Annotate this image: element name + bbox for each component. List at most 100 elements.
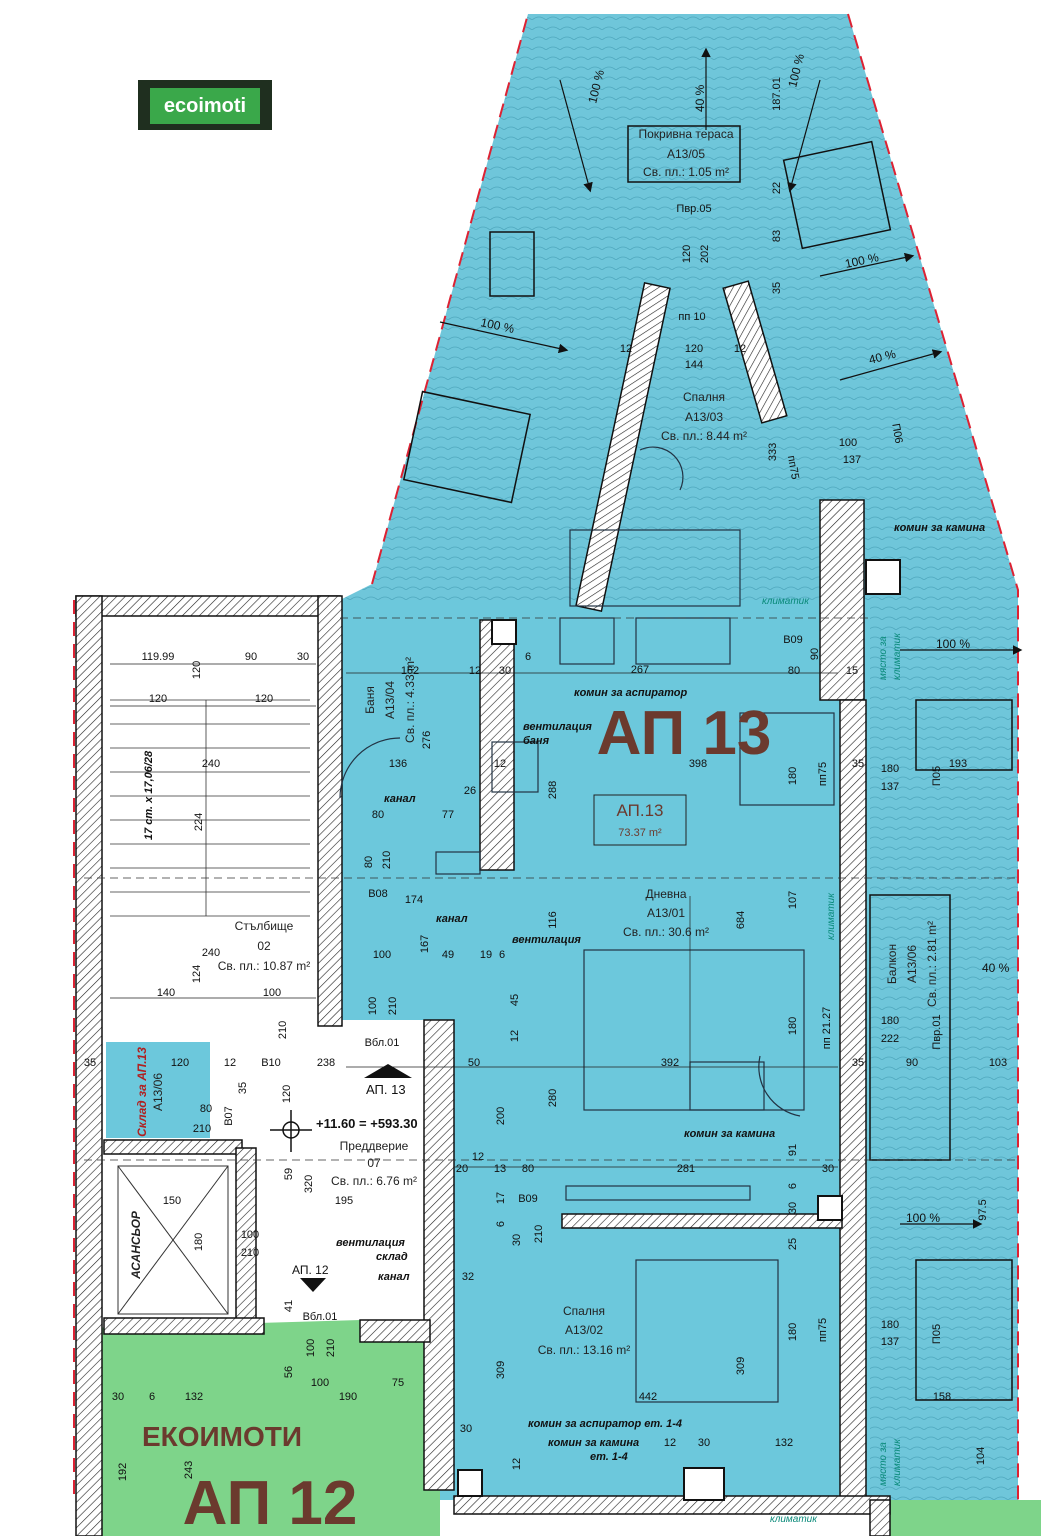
ap12-area [84,1320,440,1536]
storage-code: A13/06 [151,1073,165,1111]
dim-30f: 30 [112,1391,124,1403]
dim-120b: 120 [685,343,703,355]
dim-35e: 35 [84,1057,96,1069]
dim-442: 442 [639,1391,657,1403]
balcony-code: A13/06 [905,945,919,983]
note-fireplace-chimney2: комин за камина [684,1128,775,1140]
ap12-right-green [890,1500,1041,1536]
dim-100c: 100 [373,949,391,961]
dim-90a: 90 [245,651,257,663]
note-ap12-label: АП. 12 [292,1263,329,1277]
storage-name: Склад за АП.13 [135,1047,149,1137]
dim-124: 124 [191,965,203,983]
dim-120g: 120 [281,1085,293,1103]
dim-17: 17 [495,1192,507,1204]
dim-12c: 12 [469,665,481,677]
dim-107: 107 [787,891,799,909]
slope-6: 100 % [844,250,881,271]
guide-lines [84,617,1018,1161]
dim-80d: 80 [200,1103,212,1115]
note-fireplace-chimney: комин за камина [894,522,985,534]
dim-18701: 187.01 [771,77,783,111]
lobby-area: Св. пл.: 6.76 m² [331,1174,417,1188]
dim-12h: 12 [511,1458,523,1470]
dim-103: 103 [989,1057,1007,1069]
dim-6e: 6 [149,1391,155,1403]
elevator-cross [117,1165,229,1315]
tag-vbl01a: Вбл.01 [365,1037,400,1049]
bedroom3-area: Св. пл.: 8.44 m² [661,429,747,443]
slope-7: 100 % [936,637,970,651]
dim-11999: 119.99 [142,651,175,663]
level-marker [270,1110,312,1152]
ap13-box-area: 73.37 m² [618,827,662,839]
dimension-lines [110,663,838,1168]
dim-12f: 12 [472,1151,484,1163]
tag-pp10: пп 10 [678,311,705,323]
dim-50: 50 [468,1057,480,1069]
tag-vbl01b: Вбл.01 [303,1311,338,1323]
dim-100g: 100 [311,1377,329,1389]
tag-p06: П06 [889,423,904,445]
dim-210d: 210 [193,1123,211,1135]
dim-136: 136 [389,758,407,770]
dim-684: 684 [735,911,747,929]
dim-132b: 132 [775,1437,793,1449]
tag-pp2127: пп 21.27 [821,1007,833,1050]
chimneys [457,559,901,1501]
tag-b08: B08 [368,888,388,900]
stair-treads [110,699,310,917]
walls [75,280,891,1536]
dim-174: 174 [405,894,423,906]
dim-200: 200 [495,1107,507,1125]
dim-6c: 6 [787,1183,799,1189]
dim-30b: 30 [499,665,511,677]
dim-240a: 240 [202,758,220,770]
dim-281: 281 [677,1163,695,1175]
note-hood-chimney-floors: комин за аспиратор ет. 1-4 [528,1418,682,1430]
note-vent-bath2: баня [523,735,550,747]
bedroom2-name: Спалня [563,1304,605,1318]
ap13-box-title: АП.13 [617,801,664,820]
dim-120e: 120 [255,693,273,705]
dim-180e: 180 [193,1233,205,1251]
dim-90c: 90 [906,1057,918,1069]
note-stairs-spec: 17 ст. х 17,06/28 [143,750,155,840]
dim-243: 243 [183,1461,195,1479]
dim-210f: 210 [533,1225,545,1243]
tag-b09b: B09 [518,1193,538,1205]
dim-150: 150 [163,1195,181,1207]
dim-144: 144 [685,359,703,371]
dim-120a: 120 [681,245,693,263]
dim-195: 195 [335,1195,353,1207]
lobby-code: 07 [367,1156,381,1170]
dim-49: 49 [442,949,454,961]
slope-8: 40 % [982,961,1010,975]
dim-140: 140 [157,987,175,999]
tag-p05b: П05 [931,1324,943,1344]
dim-91: 91 [787,1144,799,1156]
dim-12d: 12 [494,758,506,770]
dim-12a: 12 [620,343,632,355]
terrace-code: A13/05 [667,147,705,161]
dim-19: 19 [480,949,492,961]
note-hood-chimney: комин за аспиратор [574,687,688,699]
slope-2: 40 % [693,84,707,112]
dim-276: 276 [421,731,433,749]
dim-104: 104 [975,1447,987,1465]
dim-80a: 80 [788,665,800,677]
dim-35d: 35 [237,1082,249,1094]
note-ap13-label: АП. 13 [366,1082,406,1097]
dim-100f: 100 [305,1339,317,1357]
ap13-big-label: АП 13 [597,699,772,768]
dim-398: 398 [689,758,707,770]
dim-13: 13 [494,1163,506,1175]
note-canal2: канал [436,913,468,925]
dim-15: 15 [846,665,858,677]
dim-30h: 30 [698,1437,710,1449]
dim-180g: 180 [881,1319,899,1331]
dim-12b: 12 [734,343,746,355]
dim-224: 224 [193,813,205,831]
dim-100b: 100 [263,987,281,999]
dim-100d: 100 [367,997,379,1015]
